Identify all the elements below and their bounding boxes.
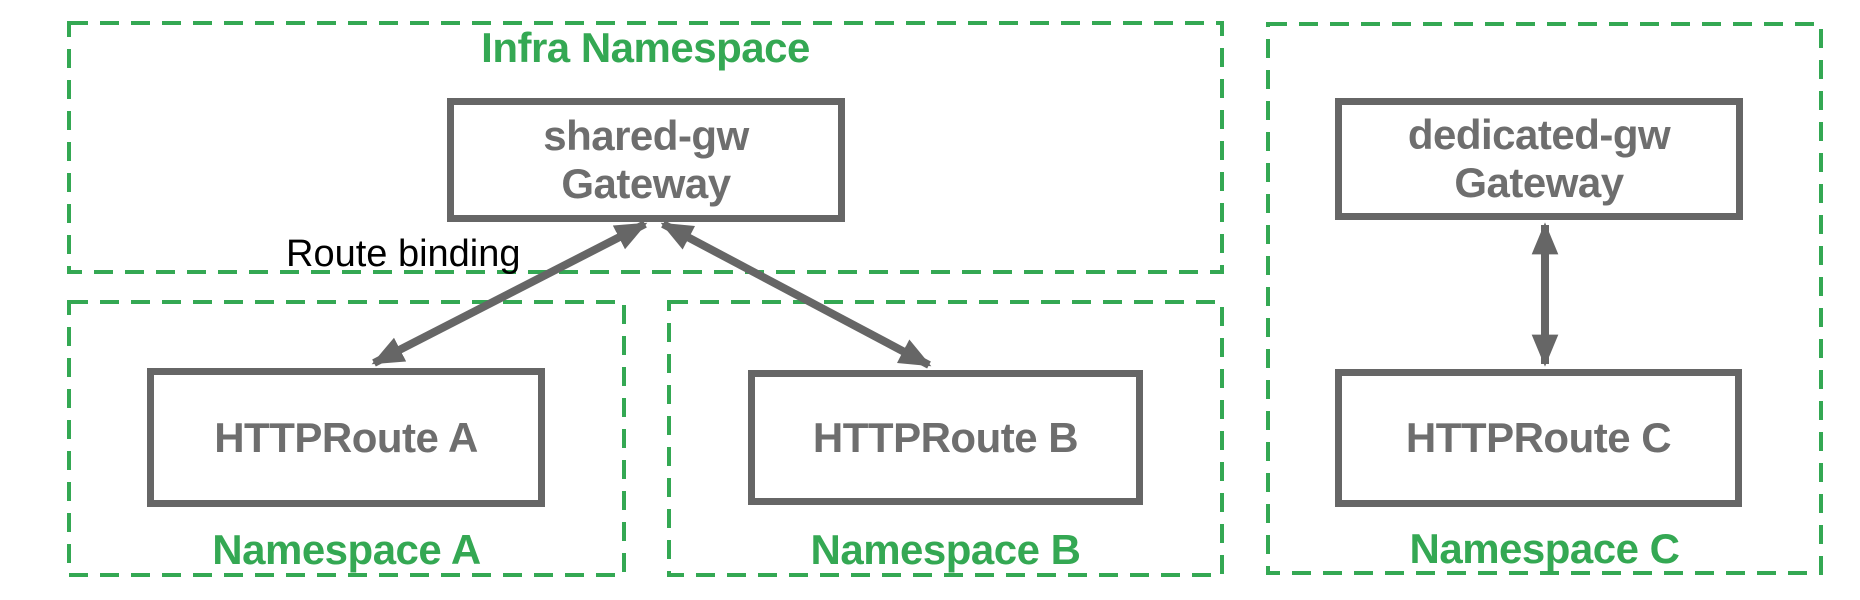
namespace-b-border [667,300,1224,577]
namespace-c-border [1266,22,1823,575]
node-subtitle: Gateway [561,160,731,207]
node-httproute-c: HTTPRoute C [1335,369,1742,507]
route-binding-label: Route binding [286,233,521,275]
node-subtitle: Gateway [1454,159,1624,206]
node-title: HTTPRoute C [1405,414,1672,461]
node-title: shared-gw [543,112,749,159]
node-dedicated-gw-gateway: dedicated-gw Gateway [1335,98,1743,220]
node-title: HTTPRoute A [214,413,478,461]
node-title: HTTPRoute B [812,413,1079,461]
node-httproute-b: HTTPRoute B [748,370,1143,505]
arrow-httproute-b-shared-gw [660,220,932,369]
arrow-httproute-a-shared-gw [371,220,648,367]
node-httproute-a: HTTPRoute A [147,368,545,507]
node-shared-gw-gateway: shared-gw Gateway [447,98,845,222]
namespace-a-border [67,300,626,577]
node-title: dedicated-gw [1407,111,1671,158]
infra-namespace-border [67,21,1224,274]
